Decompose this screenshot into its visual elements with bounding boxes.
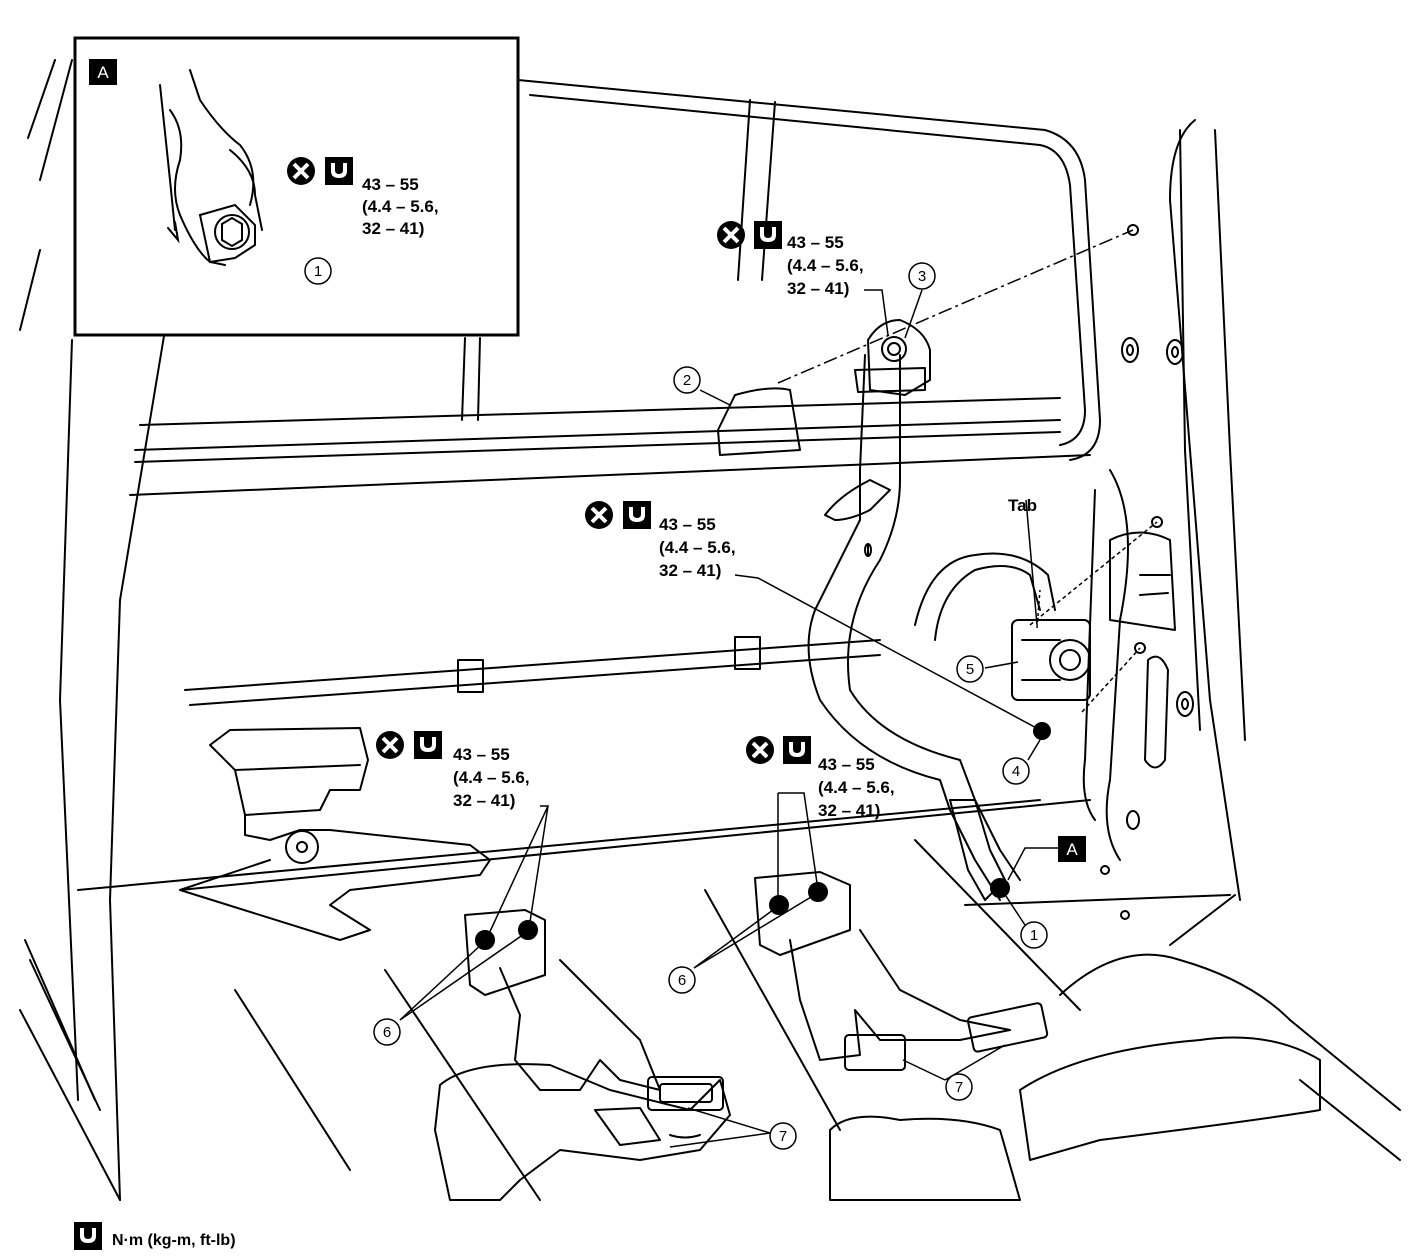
callout-1-main: 1 [1020, 921, 1048, 949]
svg-text:5: 5 [966, 661, 974, 678]
svg-text:2: 2 [683, 372, 691, 389]
callout-5: 5 [956, 655, 984, 683]
torque-spec-upper-nm: 43 – 55 [787, 233, 844, 252]
svg-text:7: 7 [955, 1079, 963, 1096]
callout-1-inset: 1 [304, 257, 332, 285]
torque-spec-left-buckle-ftlb: 32 – 41) [453, 791, 515, 810]
svg-text:4: 4 [1012, 763, 1020, 780]
callout-4: 4 [1002, 757, 1030, 785]
wrench-icon [623, 501, 651, 529]
callout-3: 3 [908, 262, 936, 290]
svg-text:6: 6 [383, 1024, 391, 1041]
view-a-box-inset [89, 59, 117, 85]
callout-6-center: 6 [668, 966, 696, 994]
torque-spec-retractor-ftlb: 32 – 41) [659, 561, 721, 580]
legend-wrench-icon [74, 1222, 102, 1250]
vehicle-structure [19, 59, 1401, 1201]
torque-spec-inset-ftlb: 32 – 41) [362, 219, 424, 238]
svg-text:1: 1 [1030, 927, 1038, 944]
torque-spec-upper-ftlb: 32 – 41) [787, 279, 849, 298]
legend-units: N·m (kg-m, ft-lb) [112, 1232, 236, 1249]
torque-spec-inset-kgm: (4.4 – 5.6, [362, 197, 439, 216]
torque-spec-center-buckle-ftlb: 32 – 41) [818, 801, 880, 820]
wrench-icon [754, 221, 782, 249]
do-not-reuse-icon [374, 729, 406, 761]
svg-text:7: 7 [779, 1128, 787, 1145]
do-not-reuse-icon [285, 155, 317, 187]
torque-spec-center-buckle-kgm: (4.4 – 5.6, [818, 778, 895, 797]
do-not-reuse-icon [744, 734, 776, 766]
view-a-label-inset: A [97, 63, 109, 82]
torque-spec-center-buckle-nm: 43 – 55 [818, 755, 875, 774]
torque-spec-upper-kgm: (4.4 – 5.6, [787, 256, 864, 275]
callouts: 1 1 2 3 4 5 6 6 7 7 [304, 257, 1048, 1150]
torque-spec-retractor-kgm: (4.4 – 5.6, [659, 538, 736, 557]
do-not-reuse-icon [583, 499, 615, 531]
callout-6-left: 6 [373, 1018, 401, 1046]
callout-7-left: 7 [769, 1122, 797, 1150]
svg-text:3: 3 [918, 268, 926, 285]
svg-text:6: 6 [678, 972, 686, 989]
tab-label: Tab [1008, 496, 1037, 515]
do-not-reuse-icon [715, 219, 747, 251]
callout-2: 2 [673, 366, 701, 394]
detail-view-a-inset [73, 36, 520, 337]
torque-spec-inset-nm: 43 – 55 [362, 175, 419, 194]
torque-spec-left-buckle-nm: 43 – 55 [453, 745, 510, 764]
svg-text:1: 1 [314, 263, 322, 280]
torque-spec-left-buckle-kgm: (4.4 – 5.6, [453, 768, 530, 787]
callout-7-center: 7 [945, 1073, 973, 1101]
view-a-box-main [1058, 836, 1086, 862]
wrench-icon [325, 157, 353, 185]
wrench-icon [414, 731, 442, 759]
view-a-label-main: A [1066, 840, 1078, 859]
torque-spec-retractor-nm: 43 – 55 [659, 515, 716, 534]
wrench-icon [783, 736, 811, 764]
